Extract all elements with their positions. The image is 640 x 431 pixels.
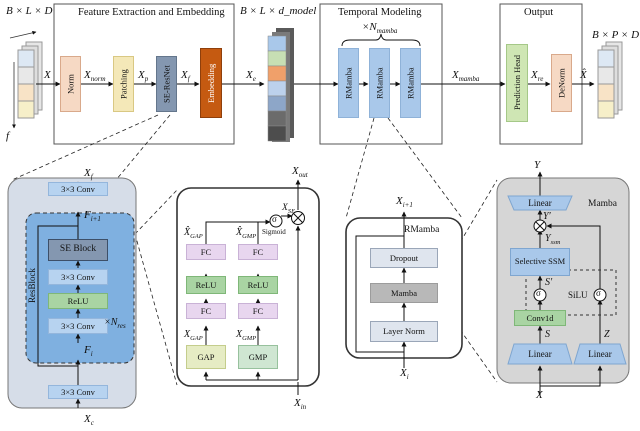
conv-res-2: 3×3 Conv xyxy=(48,318,108,334)
embedding-stack xyxy=(267,28,294,142)
fc-gmp-bottom: FC xyxy=(238,303,278,319)
mamba-panel xyxy=(496,177,630,384)
mamba-z: Z xyxy=(604,329,610,340)
layer-norm-block: Layer Norm xyxy=(370,321,438,342)
mamba-s: S xyxy=(545,329,550,340)
mamba-x: X xyxy=(536,389,543,401)
label-x-mamba: Xmamba xyxy=(452,69,480,84)
se-xhat-gmp: X̂GMP xyxy=(236,227,257,240)
feature-axis-label: f xyxy=(6,130,10,142)
n-mamba-label: ×Nmamba xyxy=(362,21,398,36)
resnet-f-i: Fi xyxy=(84,344,93,359)
mamba-sigma-right: σ xyxy=(596,288,601,298)
patching-block: Patching xyxy=(113,56,134,112)
resblock-label: ResBlock xyxy=(27,268,37,303)
denorm-block: DeNorm xyxy=(551,54,572,112)
mamba-linear-out-label: Linear xyxy=(528,197,552,208)
sigma-symbol: σ xyxy=(272,214,277,224)
model-dims: B × L × d_model xyxy=(240,5,317,17)
se-resnet-block: SE-ResNet xyxy=(156,56,177,112)
se-x-gap: XGAP xyxy=(184,329,203,342)
conv-bottom: 3×3 Conv xyxy=(48,385,108,399)
label-x-re: Xre xyxy=(531,69,544,84)
conv1d-block: Conv1d xyxy=(514,310,566,326)
label-x-hat: X̂ xyxy=(580,69,587,81)
se-x-se: XSE xyxy=(282,203,296,215)
gmp-block: GMP xyxy=(238,345,278,369)
norm-block: Norm xyxy=(60,56,81,112)
rmamba-x-i: Xi xyxy=(400,367,409,382)
prediction-head-block: Prediction Head xyxy=(506,44,528,122)
output-stack xyxy=(597,41,623,119)
mamba-linear-in-left-label: Linear xyxy=(528,348,552,359)
se-xhat-gap: X̂GAP xyxy=(184,227,203,240)
label-x-p: Xp xyxy=(138,69,149,84)
mamba-linear-in-right xyxy=(573,343,627,365)
mamba-linear-out xyxy=(507,195,573,211)
mamba-panel-title: Mamba xyxy=(588,199,618,209)
output-stage-title: Output xyxy=(524,7,554,18)
se-x-in: Xin xyxy=(294,397,307,412)
rmamba-block-2: RMamba xyxy=(369,48,390,118)
label-x-e: Xe xyxy=(246,69,256,84)
mamba-sigma-left: σ xyxy=(536,288,541,298)
se-block: SE Block xyxy=(48,239,108,261)
input-stack xyxy=(17,41,43,119)
mamba-y-ssm: Yssm xyxy=(545,233,561,246)
fc-gap-bottom: FC xyxy=(186,303,226,319)
conv-res-1: 3×3 Conv xyxy=(48,269,108,285)
se-x-out: Xout xyxy=(292,165,308,180)
resblock-frame xyxy=(25,212,135,364)
conv-top: 3×3 Conv xyxy=(48,182,108,196)
fc-gap-top: FC xyxy=(186,244,226,260)
gap-block: GAP xyxy=(186,345,226,369)
rmamba-block-1: RMamba xyxy=(338,48,359,118)
resnet-f-next: Fi+1 xyxy=(84,209,101,224)
input-dims: B × L × D xyxy=(6,5,53,17)
se-x-gmp: XGMP xyxy=(236,329,257,342)
n-res-label: ×Nres xyxy=(104,317,126,330)
feature-stage-title: Feature Extraction and Embedding xyxy=(78,7,225,18)
resnet-x-f: Xf xyxy=(84,167,93,182)
relu-gap: ReLU xyxy=(186,276,226,294)
sigmoid-label: Sigmoid xyxy=(262,228,286,236)
selective-ssm-block: Selective SSM xyxy=(510,248,570,276)
mamba-s-prime: S′ xyxy=(545,277,553,288)
rmamba-block-3: RMamba xyxy=(400,48,421,118)
silu-label: SiLU xyxy=(568,290,588,300)
fc-gmp-top: FC xyxy=(238,244,278,260)
mamba-y-prime: Y′ xyxy=(543,211,551,222)
dropout-block: Dropout xyxy=(370,248,438,268)
rmamba-x-next: Xi+1 xyxy=(396,195,413,210)
relu-gmp: ReLU xyxy=(238,276,278,294)
output-dims: B × P × D xyxy=(592,29,640,41)
label-x-f: Xf xyxy=(181,69,190,84)
embedding-block: Embedding xyxy=(200,48,222,118)
temporal-stage-title: Temporal Modeling xyxy=(338,7,422,18)
label-x: X xyxy=(44,69,51,81)
rmamba-panel-title: RMamba xyxy=(404,225,440,235)
label-x-norm: Xnorm xyxy=(84,69,106,84)
mamba-block: Mamba xyxy=(370,283,438,303)
mamba-linear-in-left xyxy=(507,343,573,365)
sigmoid-circle xyxy=(269,214,283,228)
relu-res: ReLU xyxy=(48,293,108,309)
mamba-linear-in-right-label: Linear xyxy=(588,348,612,359)
resnet-x-c: Xc xyxy=(84,413,94,428)
mamba-y: Y xyxy=(534,159,541,171)
